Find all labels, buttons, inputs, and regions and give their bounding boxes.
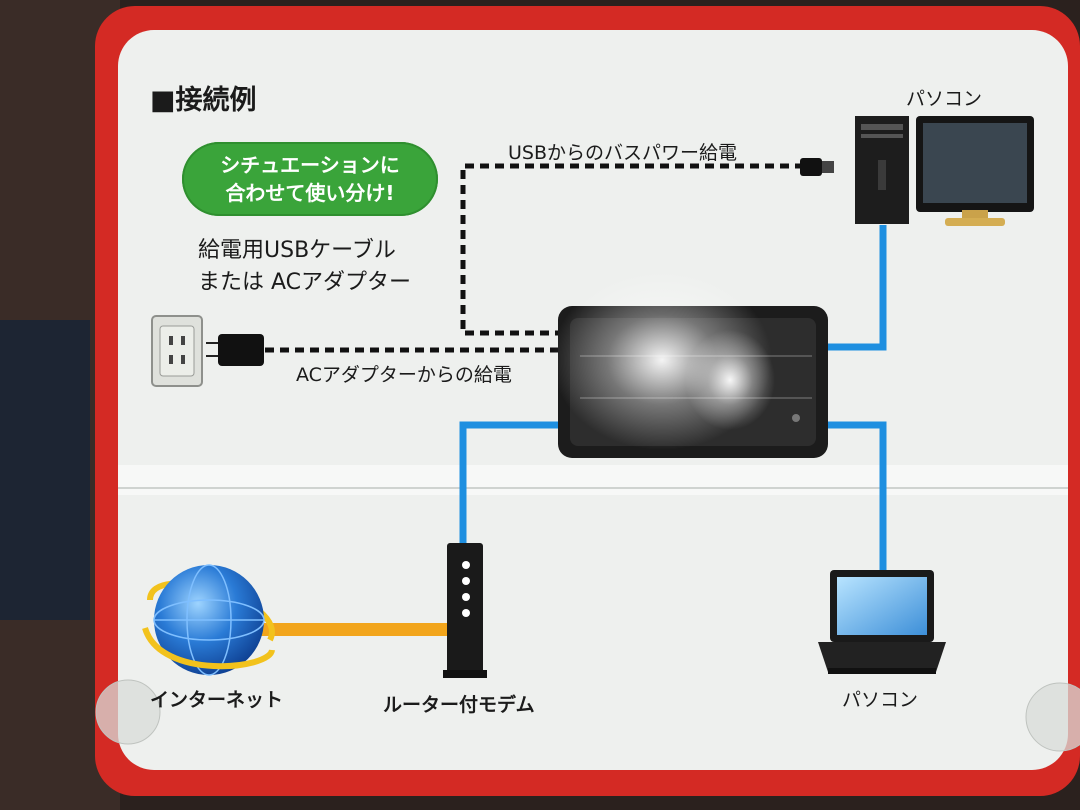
lan-cables [459,225,887,572]
badge-line1: シチュエーションに [220,153,400,177]
power-note-line1: 給電用USBケーブル [198,238,396,263]
laptop-pc-icon [818,570,946,674]
ac-adapter [206,334,264,366]
laptop-pc-label: パソコン [842,689,919,711]
router-modem-icon [443,543,487,678]
internet-globe-icon [142,564,275,676]
power-note-line2: または ACアダプター [198,270,412,295]
usb-power-label: USBからのバスパワー給電 [508,142,738,164]
badge-line2: 合わせて使い分け! [225,181,395,205]
ac-power-label: ACアダプターからの給電 [296,364,512,386]
internet-label: インターネット [150,689,284,711]
section-title: ■接続例 [150,85,257,116]
situation-badge: シチュエーションに 合わせて使い分け! [182,142,438,216]
suction-cups [95,679,1080,752]
usb-power-cable [460,163,804,336]
hub-device [552,270,828,458]
wall-outlet [151,315,203,387]
router-label: ルーター付モデム [383,694,535,716]
desktop-pc-label: パソコン [906,88,983,110]
wan-cable [258,623,448,636]
usb-plug [800,158,834,176]
desktop-pc-icon [855,116,1034,226]
